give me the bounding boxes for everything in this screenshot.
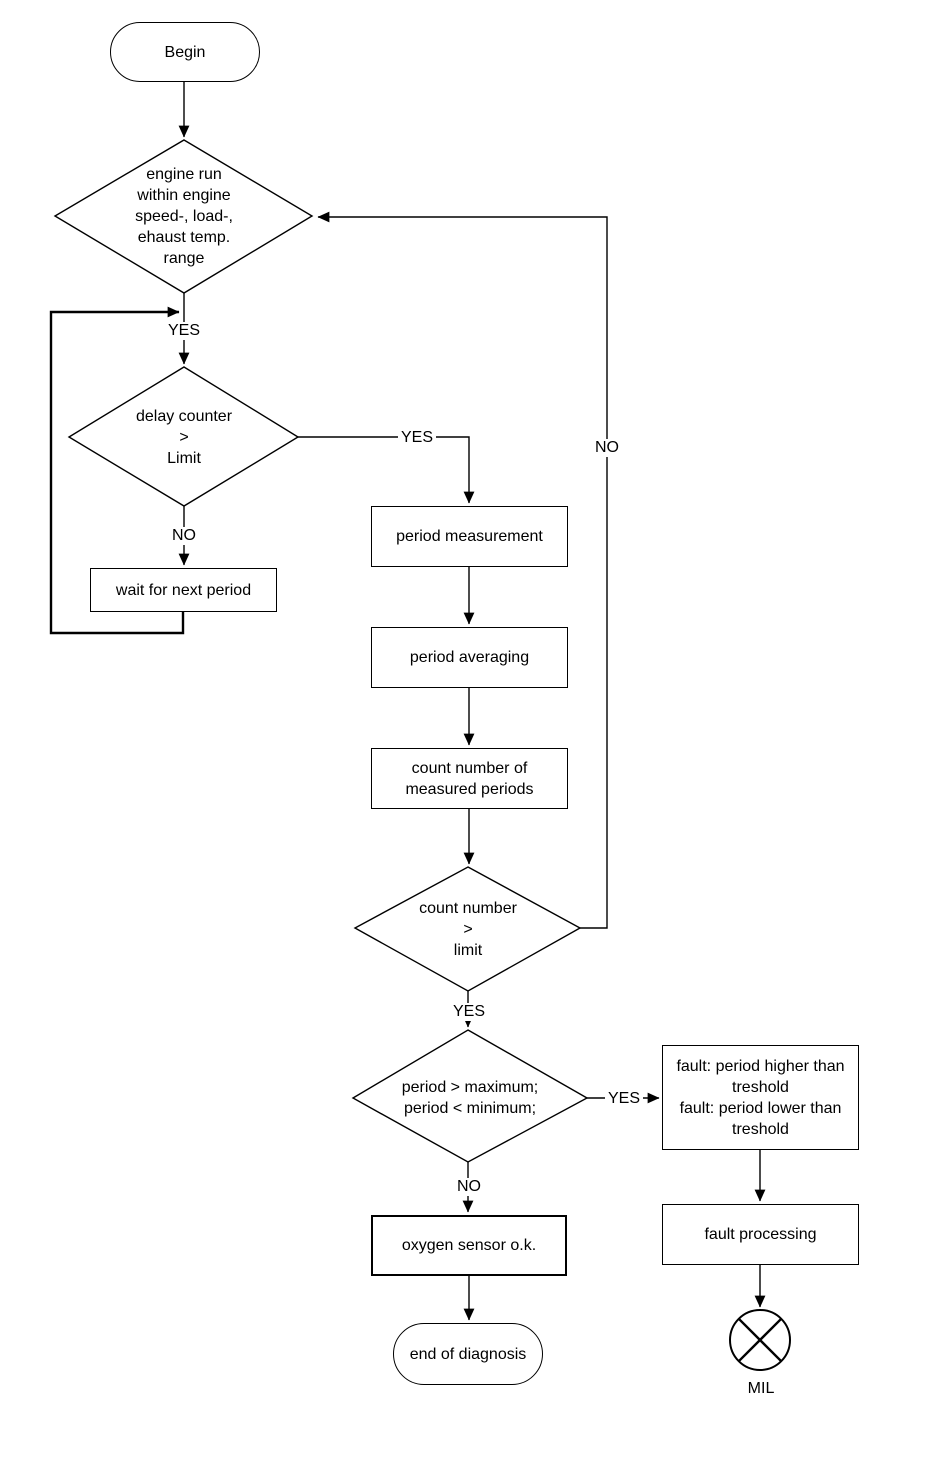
edge-label-period-range-yes: YES [604, 1090, 644, 1108]
fault-thresholds-box: fault: period higher than treshold fault… [662, 1045, 859, 1150]
delay-counter-decision-diamond [67, 366, 300, 507]
count-number-decision-diamond [353, 866, 582, 992]
edge-label-period-range-no: NO [454, 1178, 484, 1196]
engine-run-decision-diamond [53, 139, 314, 294]
begin-terminator: Begin [110, 22, 260, 82]
wait-for-next-period-box: wait for next period [90, 568, 277, 612]
edge-label-delay-counter-yes: YES [397, 429, 437, 447]
edge-label-count-number-no: NO [592, 439, 622, 457]
engine-run-decision-label: engine run within engine speed-, load-, … [135, 165, 233, 267]
mil-label: MIL [747, 1380, 775, 1397]
edge-count-no-back-to-engine-check [317, 211, 608, 929]
oxygen-sensor-ok-box: oxygen sensor o.k. [371, 1215, 567, 1276]
period-range-decision-diamond [351, 1029, 589, 1163]
fault-processing-box: fault processing [662, 1204, 859, 1265]
count-measured-periods-box: count number of measured periods [371, 748, 568, 809]
edge-label-delay-counter-no: NO [169, 527, 199, 545]
edge-label-count-number-yes: YES [449, 1003, 489, 1021]
edge-wait-loop-back [49, 306, 185, 635]
period-measurement-box: period measurement [371, 506, 568, 567]
period-range-decision-label: period > maximum; period < minimum; [401, 1079, 539, 1117]
end-of-diagnosis-terminator: end of diagnosis [393, 1323, 543, 1385]
delay-counter-decision-label: delay counter > Limit [135, 407, 233, 467]
period-averaging-box: period averaging [371, 627, 568, 688]
count-number-decision-label: count number > limit [419, 899, 517, 959]
edge-label-engine-run-yes: YES [164, 322, 204, 340]
mil-lamp-icon [729, 1309, 791, 1371]
edge-delay-yes-to-period-measurement [298, 436, 475, 504]
